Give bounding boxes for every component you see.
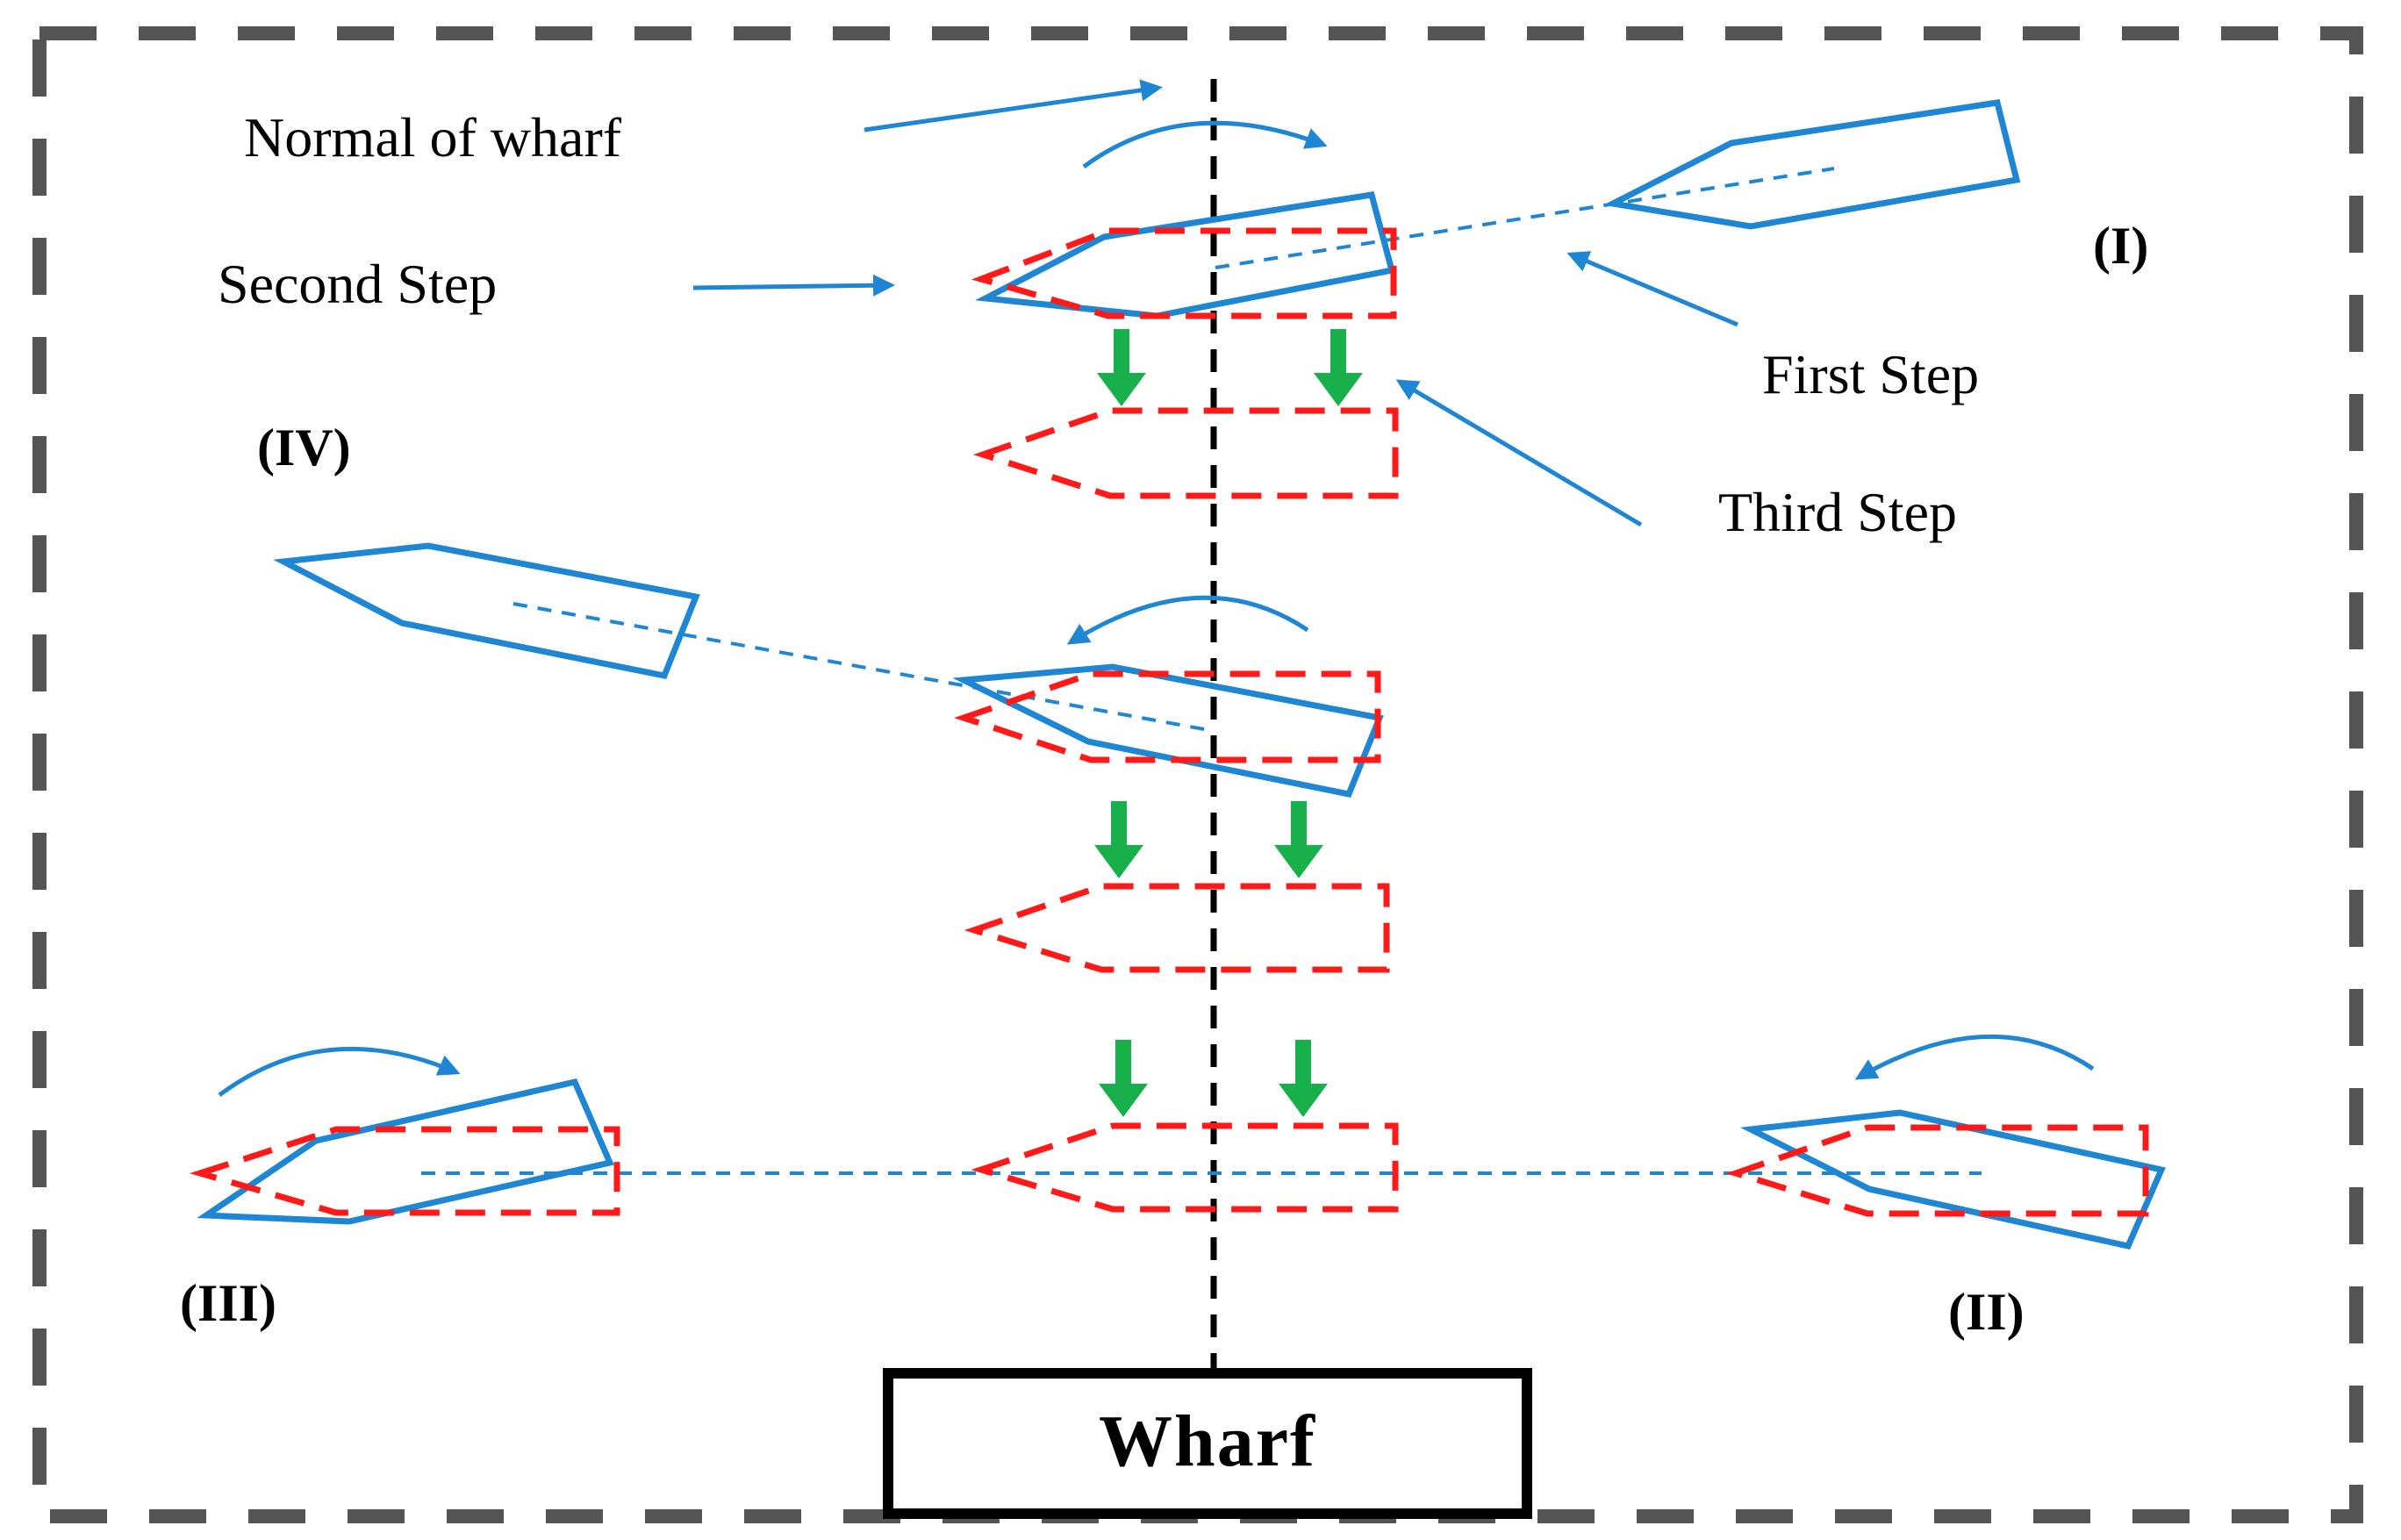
target-case-1-step3 bbox=[972, 407, 1399, 499]
ship-case-4-rotated bbox=[952, 663, 1384, 799]
ship-case-2 bbox=[1739, 1109, 2166, 1250]
target-case-4-step3 bbox=[964, 883, 1390, 973]
rotation-arc-1 bbox=[1082, 120, 1328, 169]
target-final-berth bbox=[971, 1122, 1399, 1213]
label-first-step: First Step bbox=[1762, 343, 1979, 405]
label-case-4: (IV) bbox=[257, 419, 351, 476]
rotation-arc-4 bbox=[1066, 595, 1309, 645]
movement-arrows bbox=[1094, 329, 1363, 1117]
label-case-1: (I) bbox=[2093, 217, 2148, 275]
case-1-group bbox=[971, 99, 2021, 499]
target-case-1-step2 bbox=[971, 227, 1397, 319]
target-case-3 bbox=[190, 1126, 620, 1216]
pointer-normal-of-wharf bbox=[864, 79, 1163, 133]
ship-case-1-initial bbox=[1602, 99, 2021, 230]
rotation-arc-3 bbox=[218, 1047, 461, 1098]
move-arrow-2 bbox=[1314, 329, 1363, 406]
move-arrow-4 bbox=[1274, 801, 1323, 878]
move-arrow-1 bbox=[1097, 329, 1146, 406]
ship-case-3 bbox=[197, 1078, 614, 1225]
ship-case-4-initial bbox=[273, 542, 700, 680]
pointer-second-step bbox=[692, 274, 895, 297]
label-case-3: (III) bbox=[180, 1274, 276, 1332]
pointer-first-step bbox=[1566, 251, 1738, 327]
wharf-box bbox=[883, 1368, 1532, 1519]
label-third-step: Third Step bbox=[1718, 481, 1957, 543]
label-case-2: (II) bbox=[1948, 1283, 2025, 1341]
bottom-row-group bbox=[190, 1078, 2166, 1250]
move-arrow-5 bbox=[1099, 1040, 1148, 1117]
case-4-group bbox=[273, 542, 1390, 973]
move-arrow-3 bbox=[1094, 801, 1143, 878]
target-case-4-step2 bbox=[954, 670, 1381, 763]
heading-line-case-4 bbox=[512, 602, 1215, 733]
move-arrow-6 bbox=[1279, 1040, 1328, 1117]
pointer-third-step bbox=[1395, 379, 1643, 527]
rotation-arc-2 bbox=[1854, 1034, 2095, 1080]
target-case-2 bbox=[1725, 1124, 2149, 1217]
wharf-label: Wharf bbox=[1099, 1400, 1316, 1482]
wharf: Wharf bbox=[883, 1368, 1532, 1519]
heading-line-case-1 bbox=[1215, 167, 1835, 269]
label-normal-of-wharf: Normal of wharf bbox=[244, 106, 622, 168]
label-second-step: Second Step bbox=[218, 253, 497, 315]
ship-case-1-rotated bbox=[974, 191, 1396, 319]
